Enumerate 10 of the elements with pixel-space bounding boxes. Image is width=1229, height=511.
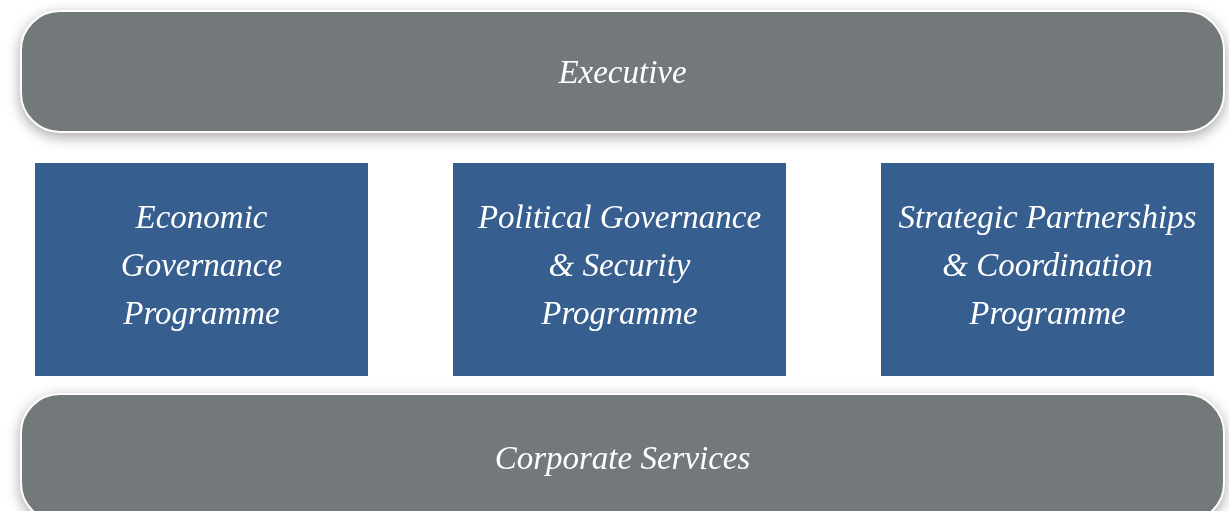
node-label: Corporate Services	[494, 439, 751, 478]
programme-box	[881, 163, 1214, 376]
node-label: Political Governance & Security Programme	[476, 198, 763, 333]
node-label: Executive	[558, 52, 687, 92]
programme-box	[35, 163, 368, 376]
programme-box	[453, 163, 786, 376]
node-label: Strategic Partnerships & Coordination Programme	[897, 198, 1198, 333]
rounded-band	[20, 393, 1225, 511]
rounded-band	[20, 10, 1225, 133]
node-label: Economic Governance Programme	[119, 198, 284, 333]
